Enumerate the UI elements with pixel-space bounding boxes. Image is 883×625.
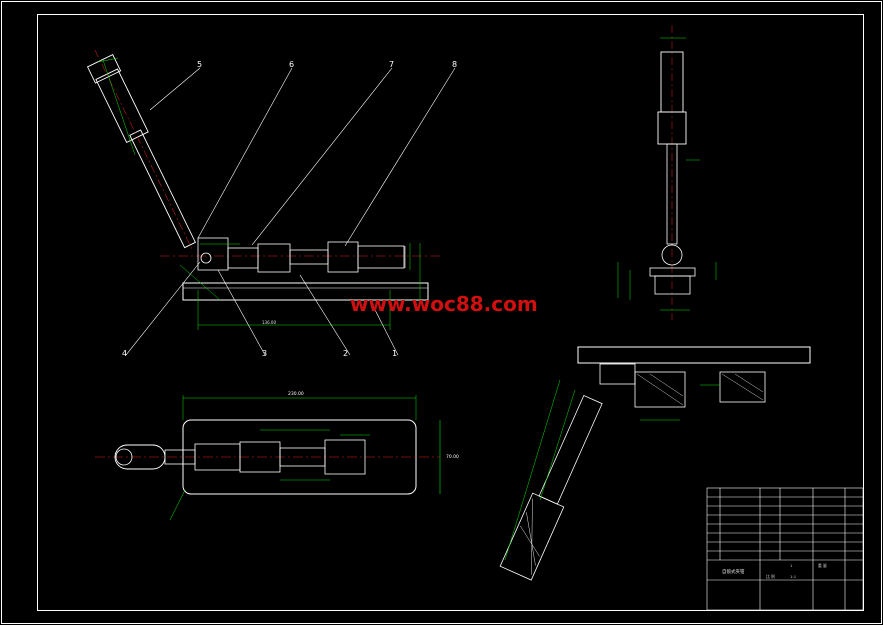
title-block-quantity: 1 [790,563,793,568]
balloon-2: 2 [343,349,348,358]
balloon-3: 3 [262,349,267,358]
dim-top-width: 70.00 [446,454,459,460]
front-view: 136.00 [86,49,456,356]
balloon-8: 8 [452,60,457,69]
balloon-7: 7 [389,60,394,69]
title-block-scale-value: 1:1 [790,574,797,579]
balloon-6: 6 [289,60,294,69]
watermark-text: www.woc88.com [350,292,538,316]
title-block [706,487,864,611]
balloon-4: 4 [122,349,127,358]
side-view [617,25,717,320]
inner-frame [37,14,864,611]
title-block-scale-label: 比 例 [766,574,775,579]
dim-side-length: 136.00 [262,320,276,325]
dim-top-overall: 230.00 [288,391,304,397]
balloon-5: 5 [197,60,202,69]
balloon-1: 1 [392,349,397,358]
top-view [95,395,441,521]
section-view [499,346,811,581]
title-block-drawing-title: 自锁式夹钳 [722,568,745,575]
title-block-weight: 重 量 [818,563,827,568]
